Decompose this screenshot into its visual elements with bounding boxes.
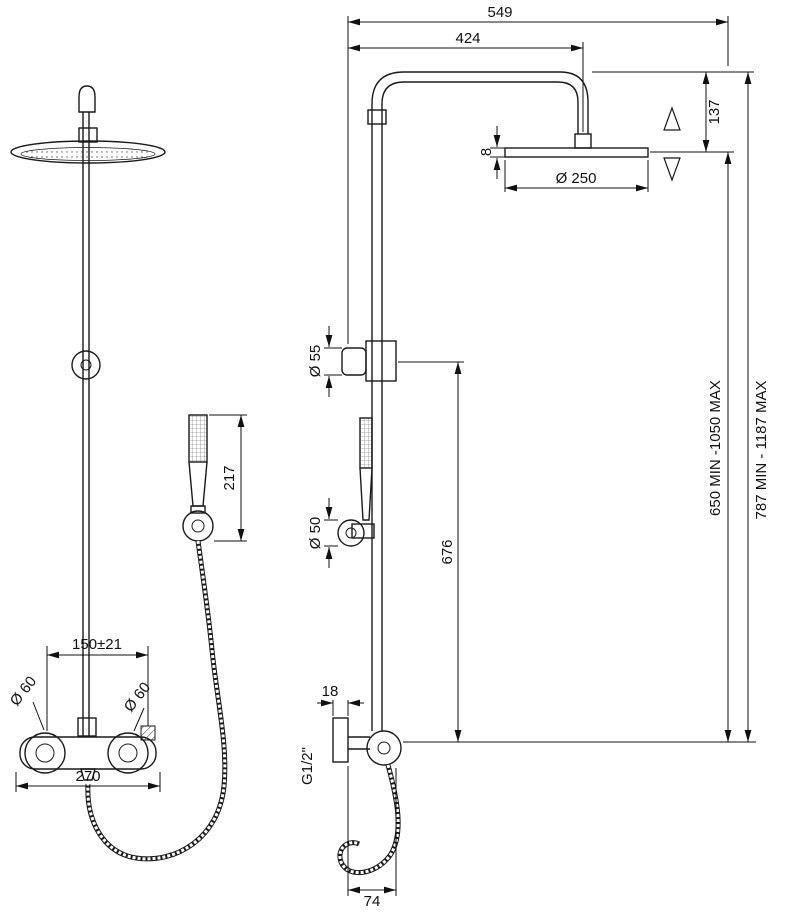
riser-nut (367, 109, 387, 125)
dim-8-label: 8 (478, 148, 495, 156)
elbow-body (366, 730, 402, 766)
slider-ring-inner (80, 359, 92, 371)
slider-ring (71, 350, 101, 380)
hose-side-outer (337, 764, 401, 876)
dim-549-label: 549 (487, 4, 512, 21)
handshower-head-inner (191, 519, 205, 533)
handshower-handle (188, 414, 208, 463)
dim-74-label: 74 (364, 893, 381, 910)
shower-head-front (10, 140, 166, 164)
diverter-knob (341, 347, 367, 376)
thread-label: G1/2" (299, 747, 316, 785)
diverter-flange (365, 340, 397, 382)
hose-front-coil (86, 540, 227, 861)
valve-outlet (80, 768, 96, 781)
dim-60-right-label: Ø 60 (121, 679, 154, 715)
hose-side-coil (338, 764, 400, 875)
valve-body (19, 736, 157, 770)
wall-plate (332, 717, 349, 763)
elbow-body-inner (377, 741, 391, 755)
dim-250-label: Ø 250 (556, 170, 597, 187)
valve-handle-right (107, 732, 149, 774)
shower-head-side (504, 147, 649, 158)
dim-270-label: 270 (75, 768, 100, 785)
holder-ring-inner (345, 527, 357, 539)
dimensions: 150±21 270 217 Ø 60 Ø 60 549 424 137 650… (7, 4, 770, 910)
shower-head-sprayface (20, 147, 156, 161)
adjust-arrow-up (663, 106, 681, 131)
head-nut (78, 127, 98, 143)
holder-ring (337, 519, 365, 547)
handshower-side-taper (359, 467, 373, 521)
head-stem-nut (574, 133, 592, 149)
hose-front-outer (85, 540, 228, 862)
dim-424-label: 424 (455, 30, 480, 47)
valve-handle-left (24, 732, 66, 774)
top-arm-outer (371, 71, 589, 134)
inlet-hatch-box (140, 725, 156, 741)
dim-50-label: Ø 50 (307, 517, 324, 550)
dim-217-label: 217 (221, 465, 238, 490)
valve-handle-left-inner (35, 743, 55, 763)
handshower-side-handle (359, 417, 373, 469)
top-arm-inner (381, 81, 579, 134)
valve-handle-right-inner (118, 743, 138, 763)
dim-676-label: 676 (439, 539, 456, 564)
dim-650-1050-label: 650 MIN -1050 MAX (707, 380, 724, 516)
handshower-nut (190, 505, 206, 514)
dim-150-label: 150±21 (72, 636, 122, 653)
dim-787-1187-label: 787 MIN - 1187 MAX (753, 381, 770, 520)
valve-nut (77, 717, 97, 737)
side-view (332, 71, 681, 876)
handshower-taper (188, 461, 208, 507)
dim-55-label: Ø 55 (307, 345, 324, 378)
dim-60-left-label: Ø 60 (7, 673, 40, 709)
dim-18-label: 18 (322, 683, 339, 700)
front-view (10, 85, 228, 862)
handshower-head (182, 510, 214, 542)
top-cap (78, 85, 96, 113)
dim-137-label: 137 (706, 99, 723, 124)
adjust-arrow-down (663, 157, 681, 182)
